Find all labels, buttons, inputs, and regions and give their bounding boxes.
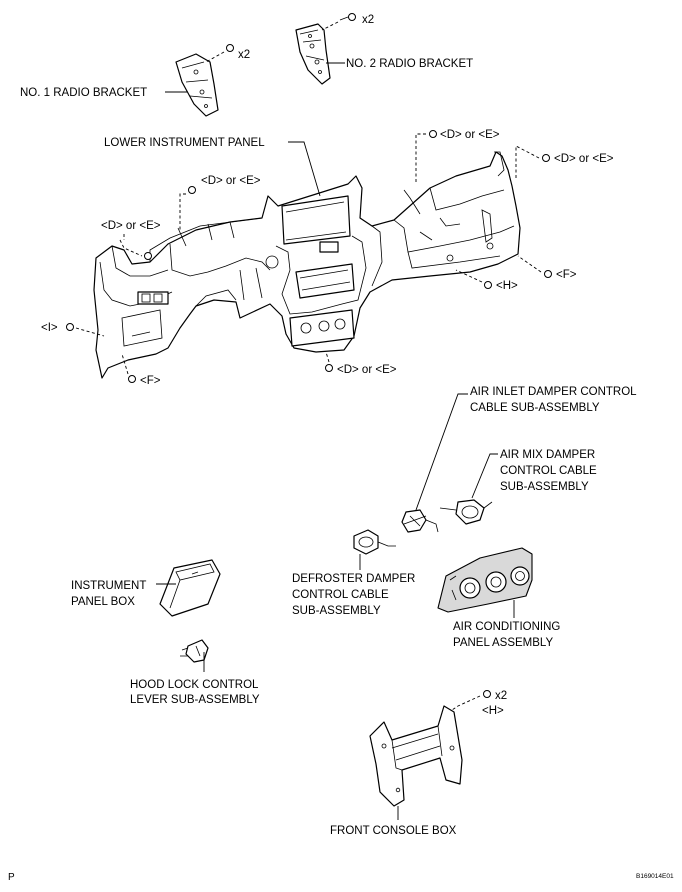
label-no2-radio-bracket: NO. 2 RADIO BRACKET xyxy=(346,58,473,70)
lower-instrument-panel xyxy=(93,151,521,379)
fastener-f-left: <F> xyxy=(140,375,161,387)
air-conditioning-panel xyxy=(437,547,533,613)
screw-d-or-e-left xyxy=(144,252,152,260)
air-inlet-damper-cable xyxy=(401,509,439,533)
screw-d-or-e-bottom xyxy=(325,364,333,372)
label-air-conditioning-line1: AIR CONDITIONING xyxy=(453,621,560,633)
label-no1-radio-bracket: NO. 1 RADIO BRACKET xyxy=(20,87,147,99)
label-air-inlet-line1: AIR INLET DAMPER CONTROL xyxy=(470,386,637,398)
screw-h xyxy=(484,281,492,289)
label-defroster-line1: DEFROSTER DAMPER xyxy=(292,573,415,585)
instrument-panel-box xyxy=(159,559,221,617)
screw-x2-bracket1 xyxy=(226,44,234,52)
screw-d-or-e-left-upper xyxy=(188,186,196,194)
fastener-console-h: <H> xyxy=(482,705,504,717)
fastener-d-or-e-top-right: <D> or <E> xyxy=(440,129,500,141)
screw-console-x2 xyxy=(483,690,491,698)
screw-d-or-e-right xyxy=(542,154,550,162)
label-air-mix-line3: SUB-ASSEMBLY xyxy=(500,481,589,493)
no2-radio-bracket xyxy=(295,23,331,85)
screw-i xyxy=(66,323,74,331)
label-air-mix-line2: CONTROL CABLE xyxy=(500,465,597,477)
fastener-x2-top: x2 xyxy=(362,14,374,26)
label-air-conditioning-line2: PANEL ASSEMBLY xyxy=(453,637,553,649)
fastener-x2-bracket1: x2 xyxy=(238,49,250,61)
screw-x2-top xyxy=(339,13,356,21)
label-lower-instrument-panel: LOWER INSTRUMENT PANEL xyxy=(104,137,265,149)
label-instrument-box-line1: INSTRUMENT xyxy=(71,580,146,592)
fastener-d-or-e-left-upper: <D> or <E> xyxy=(201,175,261,187)
front-console-box xyxy=(369,705,463,807)
fastener-d-or-e-bottom: <D> or <E> xyxy=(337,364,397,376)
fastener-i: <I> xyxy=(41,322,58,334)
screw-f-left xyxy=(128,375,136,383)
label-defroster-line2: CONTROL CABLE xyxy=(292,589,389,601)
label-instrument-box-line2: PANEL BOX xyxy=(71,596,135,608)
air-mix-damper-cable xyxy=(439,499,493,525)
figure-code: B169014E01 xyxy=(636,873,674,880)
fastener-d-or-e-left: <D> or <E> xyxy=(101,220,161,232)
label-hood-lock-line1: HOOD LOCK CONTROL xyxy=(130,679,259,691)
label-air-inlet-line2: CABLE SUB-ASSEMBLY xyxy=(470,402,600,414)
no1-radio-bracket xyxy=(175,53,219,117)
fastener-d-or-e-right: <D> or <E> xyxy=(554,153,614,165)
label-air-mix-line1: AIR MIX DAMPER xyxy=(500,449,595,461)
screw-d-or-e-top-right xyxy=(429,130,437,138)
hood-lock-control-lever xyxy=(180,639,209,663)
page-letter: P xyxy=(8,872,15,883)
screw-f-right xyxy=(544,270,552,278)
fastener-f-right: <F> xyxy=(556,269,577,281)
fastener-console-x2: x2 xyxy=(495,690,507,702)
defroster-damper-cable xyxy=(353,529,396,555)
fastener-h: <H> xyxy=(496,280,518,292)
label-front-console-box: FRONT CONSOLE BOX xyxy=(330,825,457,837)
label-hood-lock-line2: LEVER SUB-ASSEMBLY xyxy=(130,694,260,706)
label-defroster-line3: SUB-ASSEMBLY xyxy=(292,605,381,617)
